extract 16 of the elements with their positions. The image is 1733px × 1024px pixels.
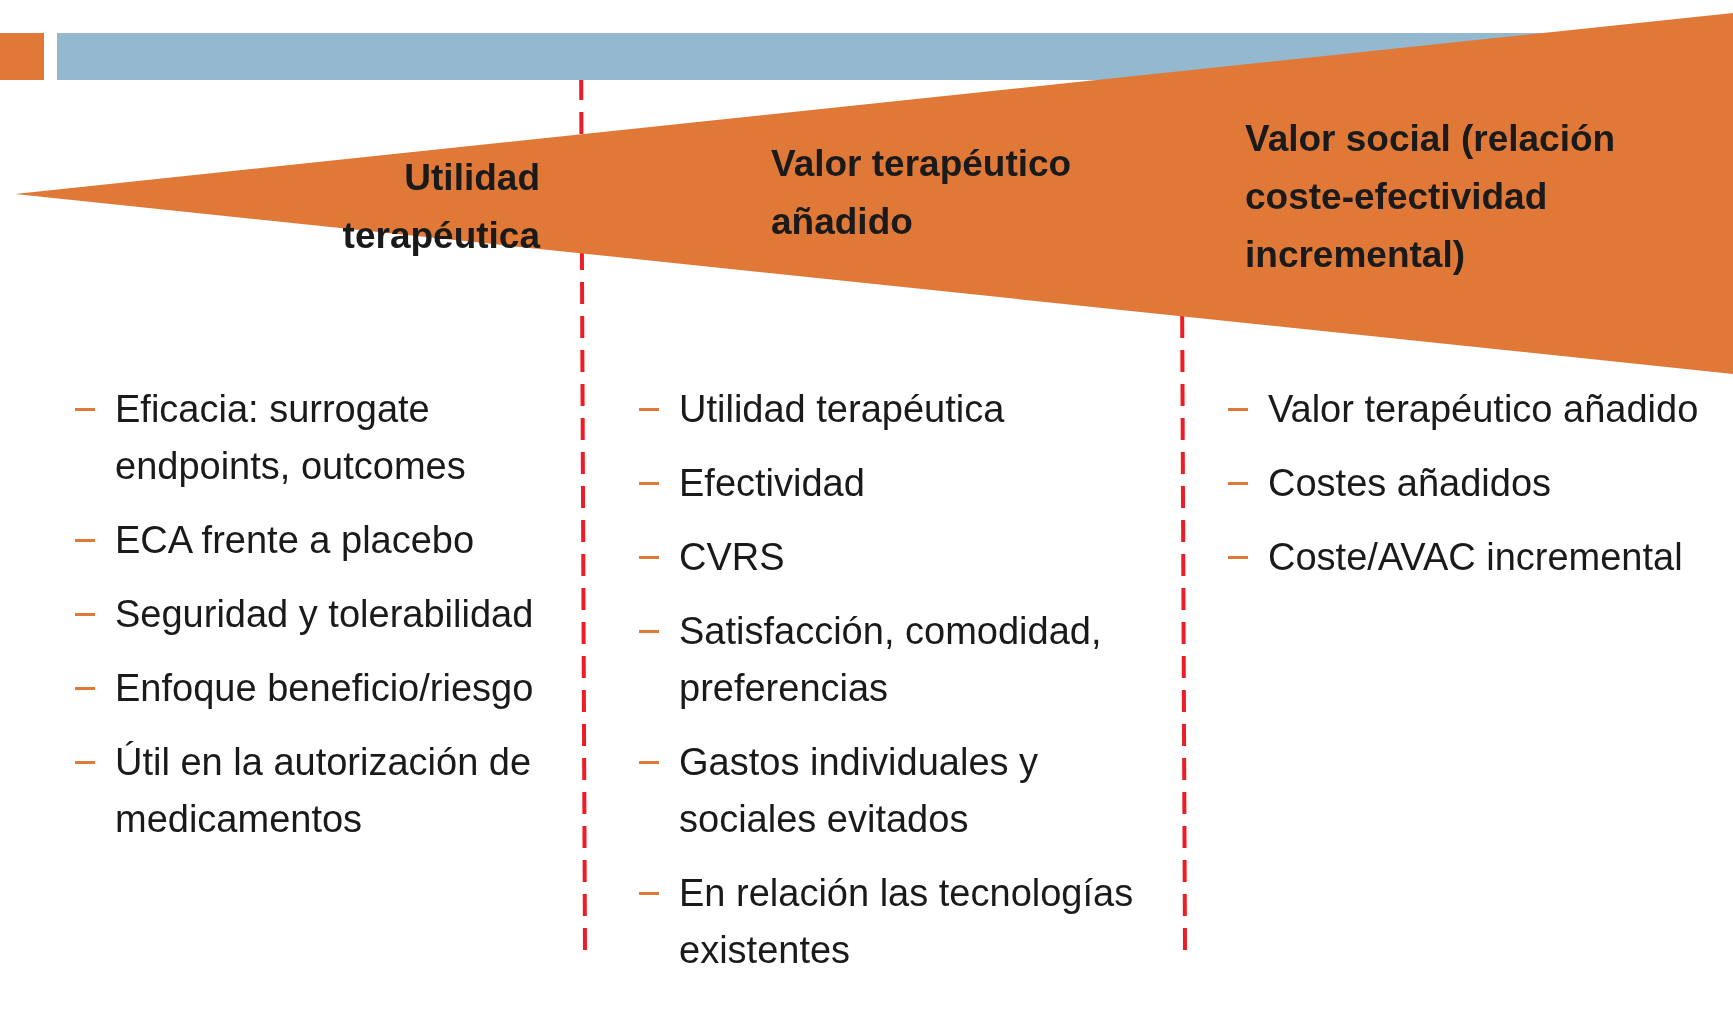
bullet-item: ECA frente a placebo [115,518,476,563]
bullet-item: En relación las tecnologías existentes [679,871,1135,973]
bullet-item: Efectividad [679,461,866,506]
bullet-item: CVRS [679,535,786,580]
column-heading: Valor terapéutico añadido [771,142,1073,244]
column-heading: Valor social (relación coste-efectividad incremental) [1245,117,1617,277]
bullet-item: Útil en la autorización de medicamentos [115,740,533,842]
bullet-item: Satisfacción, comodidad, preferencias [679,609,1103,711]
bullet-item: Costes añadidos [1268,461,1553,506]
bullet-item: Valor terapéutico añadido [1268,387,1700,432]
bullet-item: Eficacia: surrogate endpoints, outcomes [115,387,467,489]
bullet-item: Gastos individuales y sociales evitados [679,740,1040,842]
bullet-item: Enfoque beneficio/riesgo [115,666,535,711]
bullet-item: Utilidad terapéutica [679,387,1006,432]
bullet-item: Coste/AVAC incremental [1268,535,1684,580]
bullet-item: Seguridad y tolerabilidad [115,592,535,637]
